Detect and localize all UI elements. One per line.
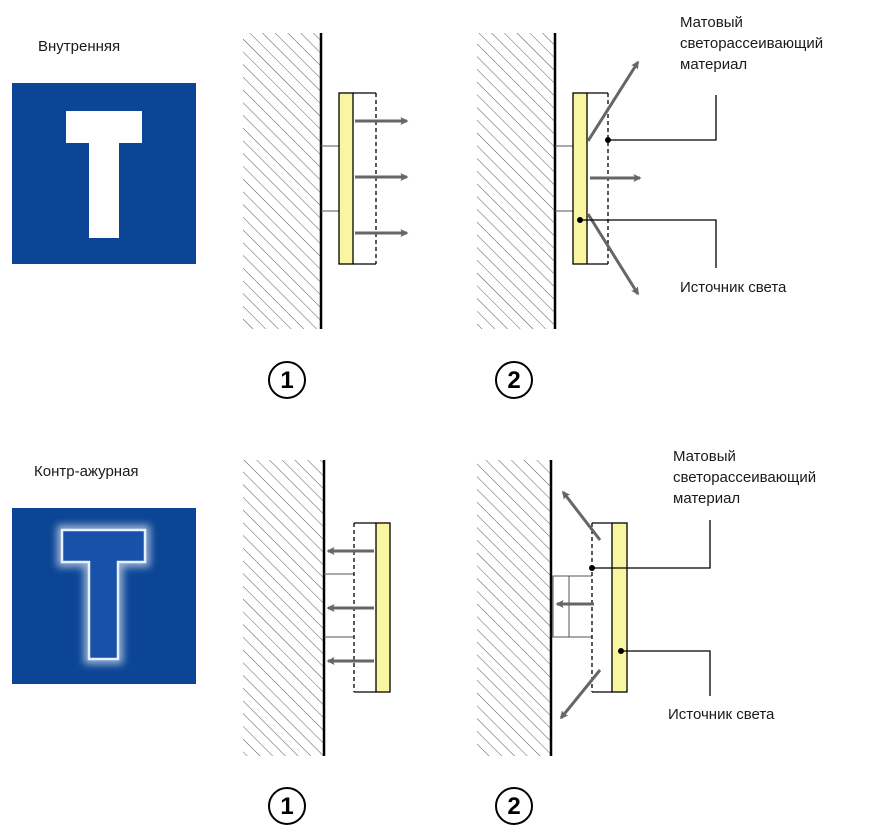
label-material: Матовый светорассеивающий материал bbox=[680, 14, 827, 73]
sign-letter-t bbox=[60, 528, 147, 661]
leader-line-material bbox=[608, 95, 717, 141]
variant-2-backlit: Матовый светорассеивающий материал Источ… bbox=[477, 448, 820, 825]
section-internal: Внутренняя 1 bbox=[12, 14, 827, 399]
label-light-source: Источник света bbox=[680, 279, 787, 296]
variant-number: 2 bbox=[507, 793, 520, 820]
variant-number: 1 bbox=[280, 367, 293, 394]
wall-hatch bbox=[477, 460, 551, 756]
variant-number: 1 bbox=[280, 793, 293, 820]
light-source-panel bbox=[375, 522, 391, 693]
variant-number-circle bbox=[495, 787, 533, 825]
sign-backlit bbox=[12, 508, 196, 684]
light-arrow bbox=[586, 213, 640, 296]
light-arrow bbox=[559, 669, 602, 720]
variant-number-circle bbox=[495, 361, 533, 399]
wall-hatch bbox=[243, 33, 321, 329]
variant-number-circle bbox=[268, 361, 306, 399]
light-source-panel bbox=[338, 92, 354, 265]
variant-number: 2 bbox=[507, 367, 520, 394]
leader-line-source bbox=[621, 650, 711, 696]
light-source-panel bbox=[572, 92, 588, 265]
leader-line-material bbox=[592, 520, 711, 569]
wall-hatch bbox=[477, 33, 555, 329]
mount-bracket bbox=[552, 575, 570, 638]
sign-internal bbox=[12, 83, 196, 264]
variant-1-backlit: 1 bbox=[243, 460, 391, 825]
variant-1-internal: 1 bbox=[243, 33, 409, 399]
light-arrow bbox=[586, 60, 640, 142]
label-light-source: Источник света bbox=[668, 706, 775, 723]
section-title: Контр-ажурная bbox=[34, 463, 139, 480]
sign-letter-t bbox=[66, 111, 142, 238]
variant-number-circle bbox=[268, 787, 306, 825]
section-backlit: Контр-ажурная 1 bbox=[12, 448, 820, 825]
light-source-panel bbox=[611, 522, 628, 693]
variant-2-internal: Матовый светорассеивающий материал Источ… bbox=[477, 14, 827, 399]
leader-line-source bbox=[580, 219, 717, 268]
light-arrow bbox=[561, 490, 602, 541]
wall-hatch bbox=[243, 460, 324, 756]
section-title: Внутренняя bbox=[38, 38, 120, 55]
label-material: Матовый светорассеивающий материал bbox=[673, 448, 820, 507]
